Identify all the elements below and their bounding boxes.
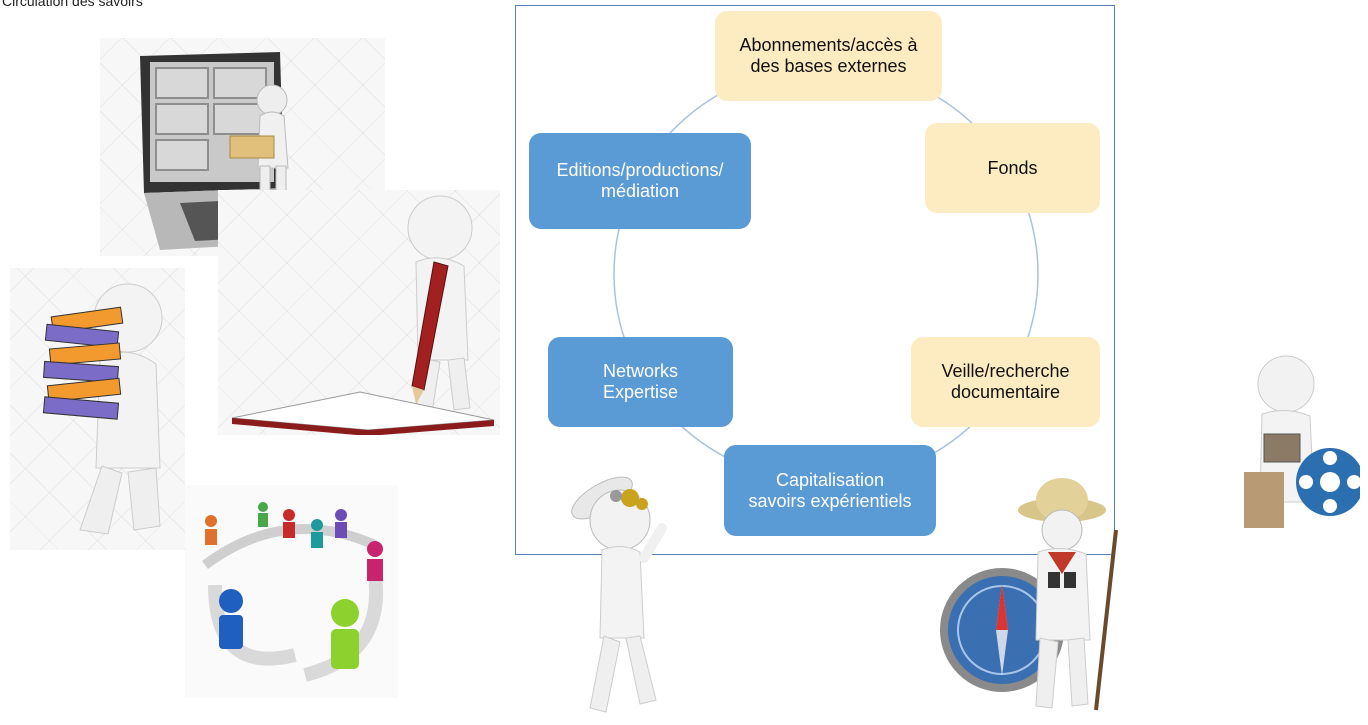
- pencil-book-figure-icon: [218, 190, 500, 436]
- node-fonds: Fonds: [925, 123, 1100, 213]
- node-abonnements: Abonnements/accès à des bases externes: [715, 11, 942, 101]
- node-capitalisation: Capitalisation savoirs expérientiels: [724, 445, 936, 536]
- network-people-arrows-icon: [185, 485, 398, 698]
- cycle-diagram-frame: Abonnements/accès à des bases externes F…: [515, 5, 1115, 555]
- node-networks: Networks Expertise: [548, 337, 733, 427]
- laptop-filing-figure-icon: [100, 38, 385, 256]
- explorer-compass-figure-icon: [940, 470, 1150, 718]
- binders-carrier-figure-icon: [10, 268, 185, 550]
- node-editions: Editions/productions/ médiation: [529, 133, 751, 229]
- thinking-gears-figure-icon: [560, 458, 680, 720]
- slide-title: Circulation des savoirs: [2, 0, 143, 9]
- film-reels-figure-icon: [1234, 352, 1364, 534]
- node-veille: Veille/recherche documentaire: [911, 337, 1100, 427]
